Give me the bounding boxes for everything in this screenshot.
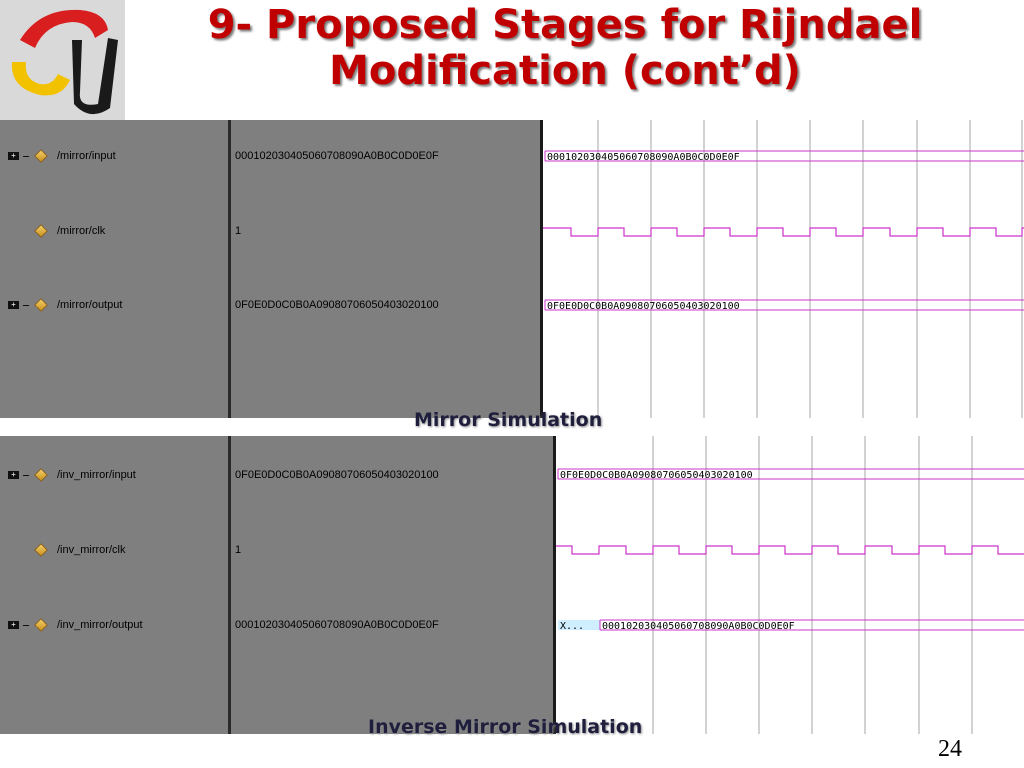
- title-line-1: 9- Proposed Stages for Rijndael: [207, 2, 923, 48]
- signal-value: 000102030405060708090A0B0C0D0E0F: [235, 150, 439, 162]
- bus-waveform-input: [557, 468, 1024, 480]
- unknown-value-highlight: [558, 620, 600, 630]
- bus-waveform-input: [544, 150, 1024, 162]
- mirror-simulation-panel: + /mirror/input /mirror/clk + /mirror/ou…: [0, 120, 1024, 418]
- signal-value: 1: [235, 544, 242, 556]
- signal-diamond-icon: [34, 543, 48, 557]
- caption-inverse-mirror-simulation: Inverse Mirror Simulation: [368, 716, 643, 738]
- signal-diamond-icon: [34, 468, 48, 482]
- logo-icon: [11, 9, 118, 115]
- waveform-canvas[interactable]: 0F0E0D0C0B0A09080706050403020100 X... 00…: [556, 436, 1024, 734]
- logo: [0, 0, 125, 125]
- signal-name: /inv_mirror/clk: [57, 544, 126, 556]
- signal-name: /mirror/clk: [57, 225, 106, 237]
- expand-plus-icon[interactable]: +: [8, 301, 19, 309]
- signal-names-column: + /mirror/input /mirror/clk + /mirror/ou…: [0, 120, 231, 418]
- signal-value: 000102030405060708090A0B0C0D0E0F: [235, 619, 439, 631]
- signal-row[interactable]: + /inv_mirror/output: [0, 615, 228, 635]
- signal-row[interactable]: /inv_mirror/clk: [0, 540, 228, 560]
- expand-plus-icon[interactable]: +: [8, 621, 19, 629]
- expand-plus-icon[interactable]: +: [8, 471, 19, 479]
- signal-name: /mirror/output: [57, 299, 123, 311]
- expand-plus-icon[interactable]: +: [8, 152, 19, 160]
- signal-values-column: 000102030405060708090A0B0C0D0E0F 1 0F0E0…: [231, 120, 543, 418]
- clock-waveform: [543, 227, 1024, 237]
- clock-waveform: [556, 545, 1024, 555]
- signal-diamond-icon: [34, 618, 48, 632]
- signal-value: 0F0E0D0C0B0A09080706050403020100: [235, 469, 439, 481]
- bus-label: 0F0E0D0C0B0A09080706050403020100: [547, 301, 740, 312]
- signal-row[interactable]: + /mirror/output: [0, 295, 228, 315]
- signal-values-column: 0F0E0D0C0B0A09080706050403020100 1 00010…: [231, 436, 556, 734]
- signal-diamond-icon: [34, 224, 48, 238]
- signal-row[interactable]: + /inv_mirror/input: [0, 465, 228, 485]
- signal-diamond-icon: [34, 149, 48, 163]
- bus-waveform-output: [599, 619, 1024, 631]
- title-line-2: Modification (cont’d): [329, 48, 801, 94]
- signal-name: /inv_mirror/input: [57, 469, 136, 481]
- bus-label: 000102030405060708090A0B0C0D0E0F: [547, 152, 740, 163]
- signal-value: 0F0E0D0C0B0A09080706050403020100: [235, 299, 439, 311]
- signal-name: /inv_mirror/output: [57, 619, 143, 631]
- inverse-mirror-simulation-panel: + /inv_mirror/input /inv_mirror/clk + /i…: [0, 436, 1024, 734]
- signal-diamond-icon: [34, 298, 48, 312]
- waveform-area[interactable]: 000102030405060708090A0B0C0D0E0F 0F0E0D0…: [543, 120, 1024, 418]
- bus-label: 0F0E0D0C0B0A09080706050403020100: [560, 470, 753, 481]
- bus-waveform-output: [544, 299, 1024, 311]
- caption-mirror-simulation: Mirror Simulation: [414, 409, 603, 431]
- waveform-canvas[interactable]: 000102030405060708090A0B0C0D0E0F 0F0E0D0…: [543, 120, 1024, 418]
- signal-value: 1: [235, 225, 242, 237]
- bus-label: X...: [560, 621, 584, 632]
- signal-names-column: + /inv_mirror/input /inv_mirror/clk + /i…: [0, 436, 231, 734]
- slide-title: 9- Proposed Stages for Rijndael Modifica…: [150, 2, 980, 94]
- signal-row[interactable]: + /mirror/input: [0, 146, 228, 166]
- signal-name: /mirror/input: [57, 150, 116, 162]
- signal-row[interactable]: /mirror/clk: [0, 221, 228, 241]
- waveform-area[interactable]: 0F0E0D0C0B0A09080706050403020100 X... 00…: [556, 436, 1024, 734]
- page-number: 24: [938, 736, 962, 762]
- bus-label: 000102030405060708090A0B0C0D0E0F: [602, 621, 795, 632]
